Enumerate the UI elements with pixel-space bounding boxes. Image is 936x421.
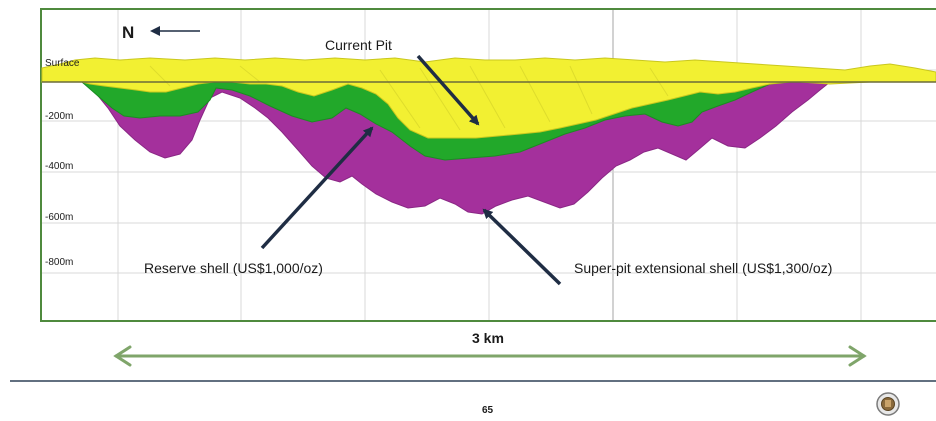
reserve-shell-label: Reserve shell (US$1,000/oz) (144, 260, 323, 276)
reserve-shell-arrow (260, 126, 374, 250)
current-pit-shape (41, 57, 936, 139)
north-label: N (122, 23, 134, 42)
depth-label: -800m (45, 257, 73, 268)
current-pit-arrow (416, 54, 480, 126)
company-logo-icon (876, 392, 900, 416)
depth-label: -400m (45, 161, 73, 172)
depth-label: -200m (45, 111, 73, 122)
page-number: 65 (482, 405, 494, 416)
super-pit-arrow (482, 208, 562, 286)
depth-label: -600m (45, 212, 73, 223)
super-pit-label: Super-pit extensional shell (US$1,300/oz… (574, 260, 832, 276)
scale-bar-label: 3 km (472, 330, 504, 346)
current-pit-texture (149, 65, 669, 131)
surface-label: Surface (45, 58, 80, 69)
scale-bar-arrow (113, 345, 867, 367)
current-pit-label: Current Pit (325, 37, 392, 53)
